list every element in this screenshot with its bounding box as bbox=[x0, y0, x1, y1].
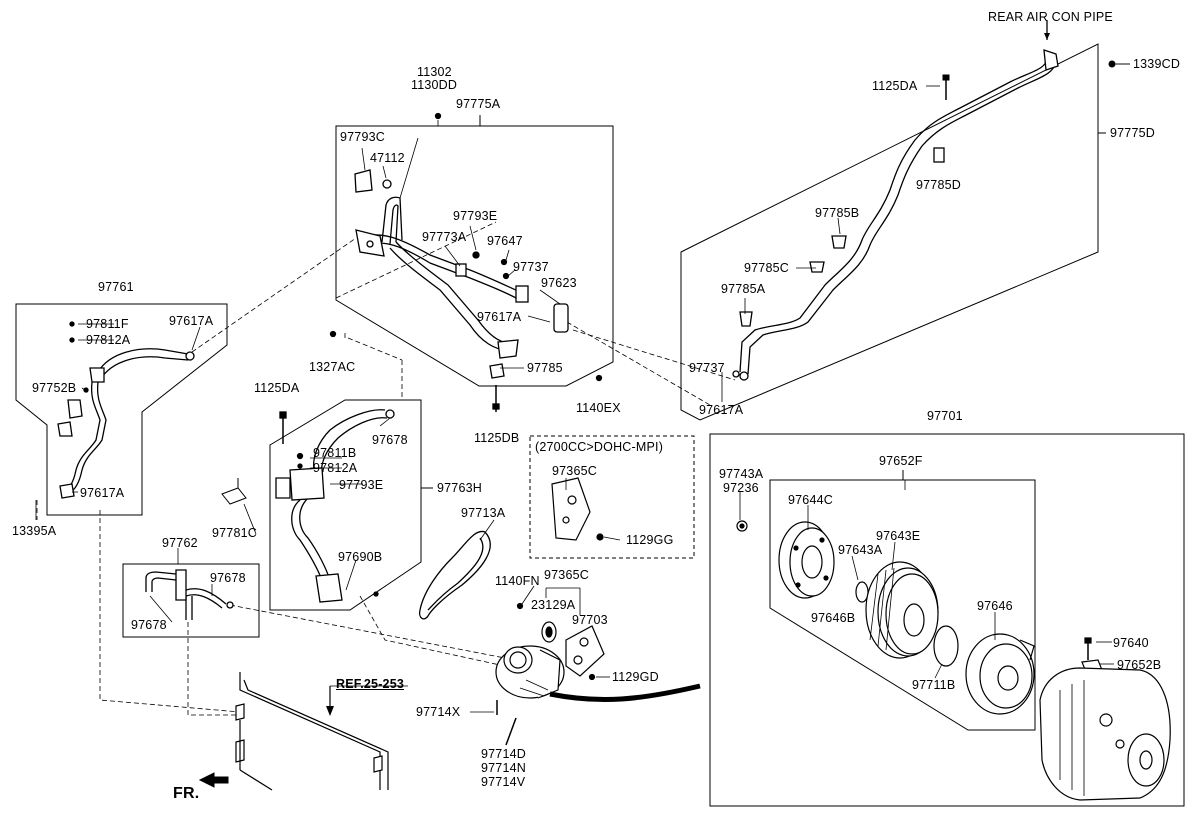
frame-97701 bbox=[709, 433, 1185, 807]
label-97714N: 97714N bbox=[481, 761, 526, 775]
label-97617A-mid: 97617A bbox=[477, 310, 522, 324]
label-97711B: 97711B bbox=[912, 678, 956, 692]
label-1140FN: 1140FN bbox=[495, 574, 540, 588]
drive-belt-97713A bbox=[418, 530, 491, 620]
label-97365C-box: 97365C bbox=[552, 464, 597, 478]
label-97737-mid: 97737 bbox=[513, 260, 549, 274]
label-97714D: 97714D bbox=[481, 747, 526, 761]
label-97812A-left: 97812A bbox=[86, 333, 131, 347]
label-1125DA-mid: 1125DA bbox=[254, 381, 300, 395]
label-97678-b: 97678 bbox=[131, 618, 167, 632]
label-1125DB: 1125DB bbox=[474, 431, 520, 445]
label-97236: 97236 bbox=[723, 481, 759, 495]
label-1130DD: 1130DD bbox=[411, 78, 458, 92]
label-1129GG: 1129GG bbox=[626, 533, 674, 547]
label-97781C: 97781C bbox=[212, 526, 257, 540]
label-97643E: 97643E bbox=[876, 529, 921, 543]
front-direction-arrow bbox=[198, 772, 229, 788]
label-97785A: 97785A bbox=[721, 282, 766, 296]
label-1327AC: 1327AC bbox=[309, 360, 356, 374]
label-97703: 97703 bbox=[572, 613, 608, 627]
label-97785B: 97785B bbox=[815, 206, 860, 220]
label-97775A: 97775A bbox=[456, 97, 501, 111]
label-97737-right: 97737 bbox=[689, 361, 725, 375]
label-97640: 97640 bbox=[1113, 636, 1149, 650]
label-97646: 97646 bbox=[977, 599, 1013, 613]
label-1140EX: 1140EX bbox=[576, 401, 621, 415]
frame-2700cc bbox=[529, 435, 695, 559]
hose-97761 bbox=[57, 321, 195, 499]
label-97762: 97762 bbox=[162, 536, 198, 550]
label-97643A: 97643A bbox=[838, 543, 883, 557]
label-rear-air-con-pipe: REAR AIR CON PIPE bbox=[988, 10, 1113, 24]
label-23129A: 23129A bbox=[531, 598, 576, 612]
label-97743A: 97743A bbox=[719, 467, 764, 481]
bolt-1125DA-top bbox=[926, 74, 950, 100]
label-97773A: 97773A bbox=[422, 230, 467, 244]
label-97617A-right: 97617A bbox=[699, 403, 744, 417]
frame-97775A bbox=[335, 115, 614, 387]
label-front-direction: FR. bbox=[173, 785, 200, 802]
label-97785-mid: 97785 bbox=[527, 361, 563, 375]
label-97713A: 97713A bbox=[461, 506, 506, 520]
label-97793E-top: 97793E bbox=[453, 209, 498, 223]
label-97652F: 97652F bbox=[879, 454, 923, 468]
label-1125DA-top: 1125DA bbox=[872, 79, 918, 93]
label-97793C: 97793C bbox=[340, 130, 385, 144]
label-97678-a: 97678 bbox=[210, 571, 246, 585]
label-97623: 97623 bbox=[541, 276, 577, 290]
label-97646B: 97646B bbox=[811, 611, 856, 625]
hose-97763H bbox=[275, 409, 395, 603]
label-13395A: 13395A bbox=[12, 524, 57, 538]
label-97761: 97761 bbox=[98, 280, 134, 294]
label-leaders bbox=[35, 63, 1130, 679]
label-97763H: 97763H bbox=[437, 481, 482, 495]
frame-97775D bbox=[680, 43, 1106, 421]
hose-97762 bbox=[145, 569, 234, 620]
label-97811B: 97811B bbox=[313, 446, 357, 460]
label-97690B: 97690B bbox=[338, 550, 383, 564]
frame-97762 bbox=[122, 563, 260, 638]
label-97714X: 97714X bbox=[416, 705, 461, 719]
label-97652B: 97652B bbox=[1117, 658, 1162, 672]
frame-97763H bbox=[269, 399, 433, 611]
bracket-97781C bbox=[221, 478, 247, 505]
label-97714V: 97714V bbox=[481, 775, 526, 789]
label-97701: 97701 bbox=[927, 409, 963, 423]
label-ref-25-253: REF.25-253 bbox=[336, 677, 405, 691]
label-47112: 47112 bbox=[370, 151, 405, 165]
label-97647: 97647 bbox=[487, 234, 523, 248]
label-97617A-left: 97617A bbox=[169, 314, 214, 328]
compressor-center bbox=[470, 477, 701, 746]
frame-97761 bbox=[15, 303, 228, 516]
condenser-line bbox=[235, 672, 408, 791]
label-97617A-left2: 97617A bbox=[80, 486, 125, 500]
frame-97652F bbox=[769, 470, 1036, 731]
label-97793E-mid: 97793E bbox=[339, 478, 384, 492]
label-1339CD: 1339CD bbox=[1133, 57, 1181, 71]
label-97785D: 97785D bbox=[916, 178, 961, 192]
clutch-parts bbox=[736, 520, 1171, 801]
label-97678-mid: 97678 bbox=[372, 433, 408, 447]
label-97811F: 97811F bbox=[86, 317, 129, 331]
front-pipes-97775A bbox=[329, 112, 603, 412]
label-97812A-mid: 97812A bbox=[313, 461, 358, 475]
label-97365C: 97365C bbox=[544, 568, 589, 582]
label-1129GD: 1129GD bbox=[612, 670, 659, 684]
label-97752B: 97752B bbox=[32, 381, 77, 395]
label-97785C: 97785C bbox=[744, 261, 789, 275]
label-97644C: 97644C bbox=[788, 493, 833, 507]
label-11302: 11302 bbox=[417, 65, 452, 79]
label-2700cc-dohc: (2700CC>DOHC-MPI) bbox=[535, 440, 664, 454]
label-97775D: 97775D bbox=[1110, 126, 1155, 140]
rear-air-con-pipe bbox=[732, 20, 1059, 381]
